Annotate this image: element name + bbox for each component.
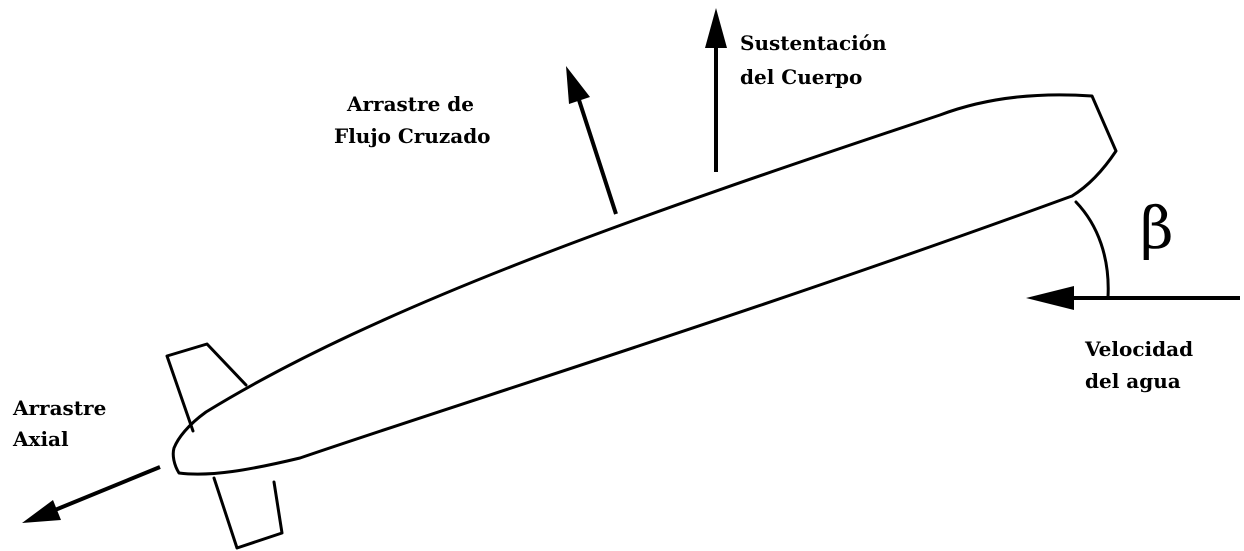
- crossflow-drag-label-line2: Flujo Cruzado: [334, 124, 491, 148]
- body-lift-label-line2: del Cuerpo: [740, 65, 862, 89]
- body-lift-arrow-head: [705, 8, 727, 48]
- water-velocity-label-line1: Velocidad: [1084, 337, 1193, 361]
- crossflow-drag-arrow-shaft: [577, 99, 618, 215]
- axial-drag-label-line1: Arrastre: [12, 396, 106, 420]
- crossflow-drag-label-line1: Arrastre de: [346, 92, 474, 116]
- vehicle-hull: [171, 93, 1118, 476]
- water-velocity-label-line2: del agua: [1085, 369, 1181, 393]
- crossflow-drag-arrow-head: [566, 66, 590, 104]
- body-lift-label-line1: Sustentación: [740, 31, 887, 55]
- axial-drag-arrow-head: [22, 500, 61, 523]
- angle-beta-symbol: β: [1140, 194, 1174, 262]
- axial-drag-arrow-shaft: [54, 465, 161, 512]
- lower-tail-fin: [212, 476, 284, 550]
- angle-beta-arc: [1074, 200, 1110, 299]
- water-velocity-arrow-head: [1026, 286, 1074, 310]
- axial-drag-label-line2: Axial: [12, 427, 69, 451]
- upper-tail-fin: [165, 342, 248, 433]
